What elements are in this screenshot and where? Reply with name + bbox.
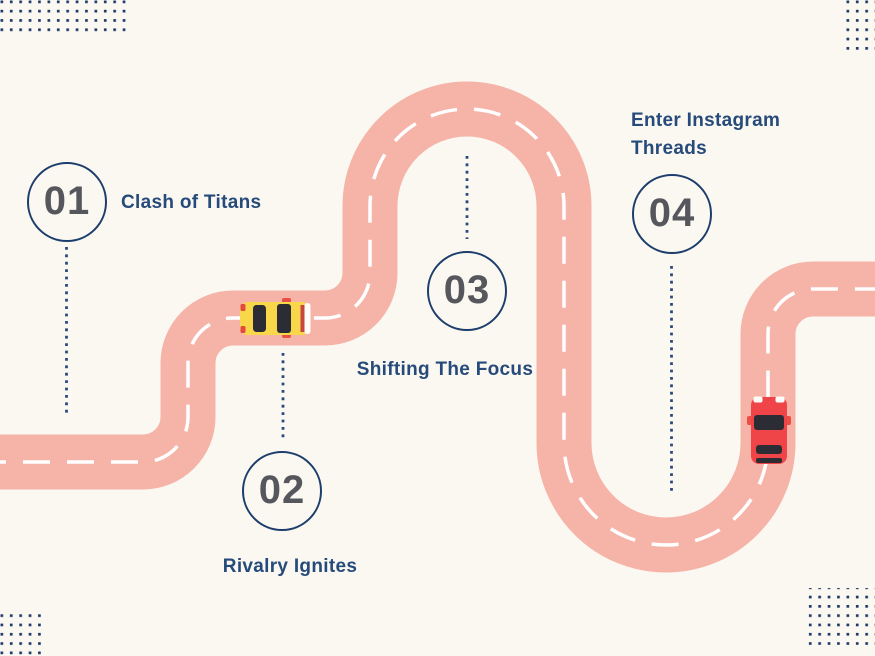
milestone-number: 01	[43, 179, 91, 223]
corner-dot-grid-bottom-left	[0, 612, 41, 656]
red-car-icon	[747, 396, 791, 464]
corner-dot-grid-bottom-right	[806, 588, 875, 645]
road-path	[0, 81, 875, 573]
milestone-label-03: Shifting The Focus	[356, 359, 534, 380]
road-center-line	[0, 107, 875, 547]
milestone-number: 03	[443, 268, 491, 312]
milestone-circle-03: 03	[427, 251, 507, 331]
milestone-circle-02: 02	[242, 451, 322, 531]
milestone-label-02: Rivalry Ignites	[222, 556, 358, 577]
yellow-car-icon	[240, 298, 311, 338]
milestone-circle-04: 04	[632, 174, 712, 254]
milestone-circle-01: 01	[27, 162, 107, 242]
milestone-label-01: Clash of Titans	[121, 192, 262, 213]
milestone-number: 02	[258, 468, 306, 512]
milestone-label-04: Enter Instagram Threads	[631, 110, 781, 159]
corner-dot-grid-top-right	[841, 0, 875, 51]
corner-dot-grid-top-left	[0, 0, 126, 33]
milestone-number: 04	[648, 191, 696, 235]
